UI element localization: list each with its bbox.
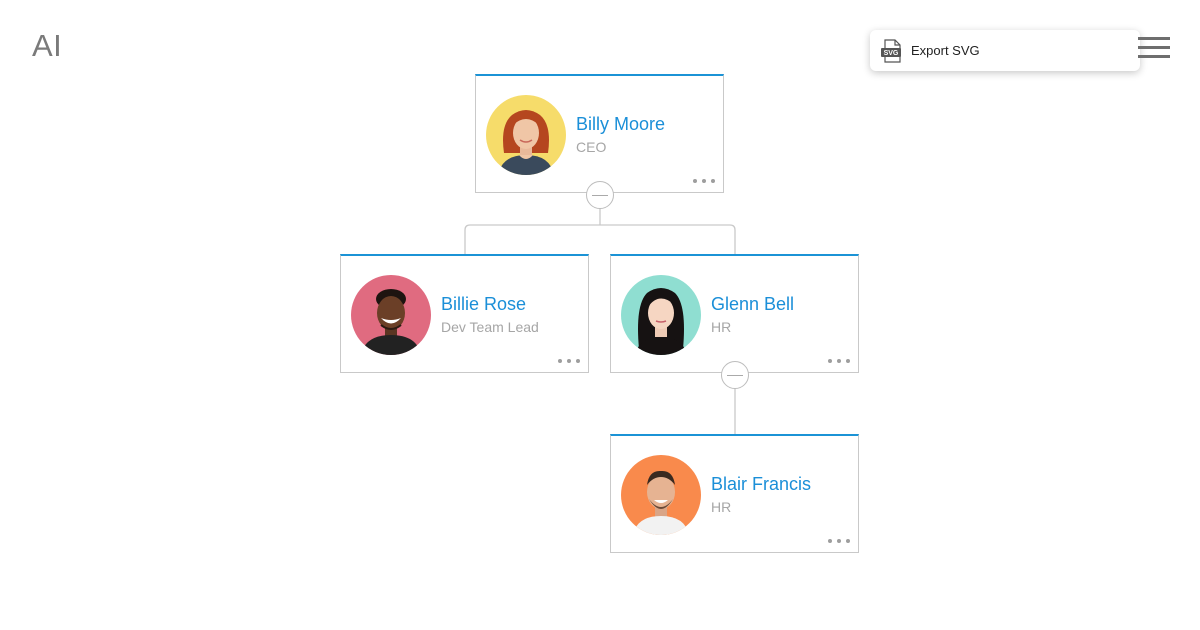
avatar	[621, 455, 701, 535]
collapse-toggle-billy-moore[interactable]	[586, 181, 614, 209]
node-name: Billie Rose	[441, 294, 527, 314]
node-name: Glenn Bell	[711, 294, 795, 314]
org-node-billy-moore[interactable]: Billy Moore CEO	[475, 74, 724, 193]
node-name: Billy Moore	[576, 114, 666, 134]
node-title: HR	[711, 319, 732, 335]
node-name: Blair Francis	[711, 474, 812, 494]
node-title: CEO	[576, 139, 607, 155]
node-title: Dev Team Lead	[441, 319, 539, 335]
person-avatar-icon	[486, 95, 566, 175]
avatar	[621, 275, 701, 355]
org-node-blair-francis[interactable]: Blair Francis HR	[610, 434, 859, 553]
more-options-icon[interactable]	[558, 354, 580, 368]
export-svg-label: Export SVG	[911, 43, 980, 58]
avatar	[351, 275, 431, 355]
node-title: HR	[711, 499, 732, 515]
person-avatar-icon	[351, 275, 431, 355]
export-svg-menu-item[interactable]: SVG Export SVG	[870, 30, 1140, 71]
person-avatar-icon	[621, 455, 701, 535]
more-options-icon[interactable]	[828, 534, 850, 548]
org-node-billie-rose[interactable]: Billie Rose Dev Team Lead	[340, 254, 589, 373]
more-options-icon[interactable]	[828, 354, 850, 368]
collapse-toggle-glenn-bell[interactable]	[721, 361, 749, 389]
hamburger-menu-icon[interactable]	[1138, 37, 1170, 59]
person-avatar-icon	[621, 275, 701, 355]
avatar	[486, 95, 566, 175]
svg-file-icon: SVG	[881, 39, 901, 63]
svg-badge-text: SVG	[884, 50, 899, 57]
app-logo: AI	[32, 28, 63, 63]
more-options-icon[interactable]	[693, 174, 715, 188]
connector-ceo-to-level-1	[464, 207, 736, 254]
org-node-glenn-bell[interactable]: Glenn Bell HR	[610, 254, 859, 373]
